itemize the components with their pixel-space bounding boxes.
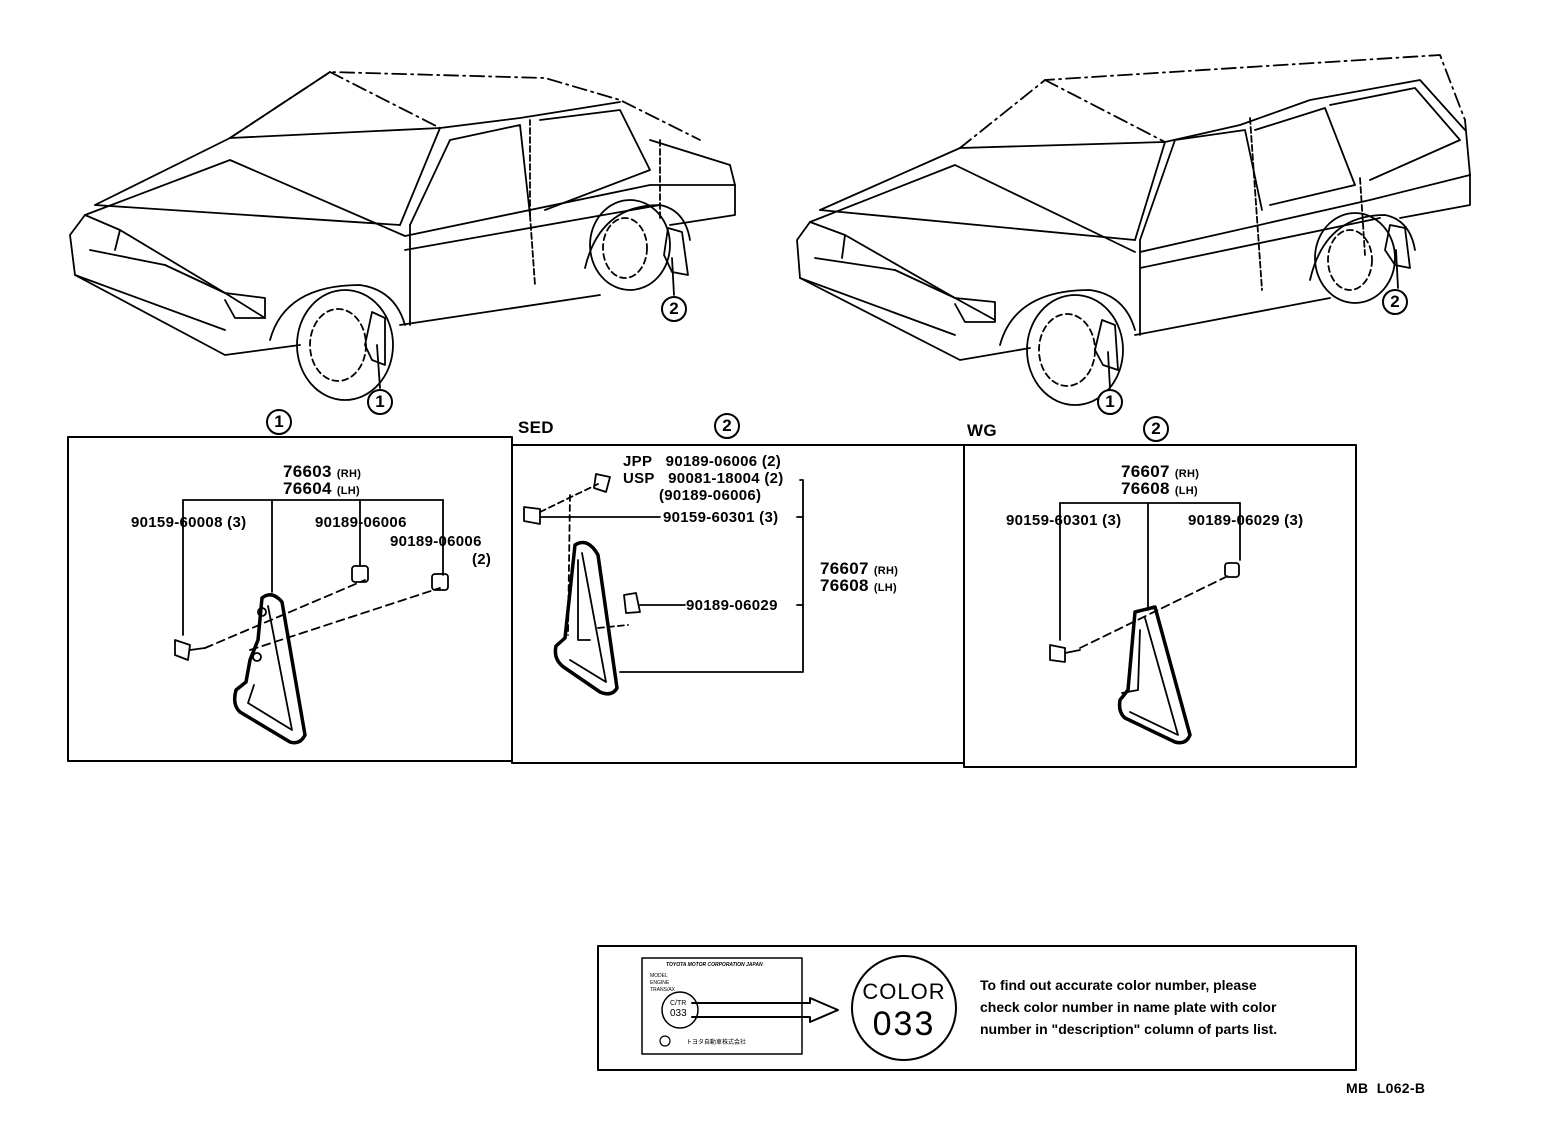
panel3-lh-tag: (LH)	[1174, 485, 1199, 497]
color-instructions-line3: number in "description" column of parts …	[980, 1021, 1278, 1037]
name-plate-maker: トヨタ自動車株式会社	[686, 1039, 747, 1046]
panel3-callout: 2	[1143, 416, 1169, 442]
panel3-rh-tag: (RH)	[1174, 468, 1200, 480]
panel2-part-lh: 76608 (LH)	[820, 576, 898, 596]
color-disc-number: 033	[872, 1005, 936, 1043]
panel2-lh-tag: (LH)	[873, 582, 898, 594]
panel2-usp-part: 90081-18004 (2)	[668, 470, 784, 487]
color-box-art	[597, 945, 1357, 1071]
name-plate-row-trans: TRANS/AX	[650, 987, 676, 993]
panel1-part-art	[174, 499, 449, 745]
panel1-clip-a-label: 90189-06006	[315, 514, 407, 531]
panel3-part-rh: 76607 (RH)	[1121, 462, 1200, 482]
panel1-clip-b-qty: (2)	[472, 551, 492, 568]
name-plate: TOYOTA MOTOR CORPORATION JAPAN MODEL ENG…	[646, 960, 798, 1052]
panel2-rh-tag: (RH)	[873, 565, 899, 577]
name-plate-header: TOYOTA MOTOR CORPORATION JAPAN	[666, 962, 763, 968]
panel2-part-art	[523, 473, 804, 696]
panel2-jpp-part: 90189-06006 (2)	[665, 453, 782, 470]
section-wg-label: WG	[967, 421, 997, 440]
panel2-part-lh-number: 76608	[820, 576, 869, 595]
section-sed-label: SED	[518, 418, 554, 437]
panel3-part-art	[1049, 502, 1241, 745]
panel2-screw-label: 90159-60301 (3)	[663, 509, 779, 526]
name-plate-color-code: 033	[670, 1008, 687, 1019]
panel1-lh-tag: (LH)	[336, 485, 361, 497]
color-disc-word: COLOR	[862, 979, 946, 1004]
panel3-part-rh-number: 76607	[1121, 462, 1170, 481]
color-instructions-line2: check color number in name plate with co…	[980, 999, 1277, 1015]
panel1-part-rh-number: 76603	[283, 462, 332, 481]
name-plate-color-label: C/TR	[670, 1000, 687, 1007]
panel1-clip-b-label: 90189-06006	[390, 533, 482, 550]
panel1-rh-tag: (RH)	[336, 468, 362, 480]
panel2-callout: 2	[714, 413, 740, 439]
panel2-part-rh-number: 76607	[820, 559, 869, 578]
color-instructions: To find out accurate color number, pleas…	[980, 974, 1277, 1040]
color-disc: COLOR 033	[851, 955, 957, 1061]
panel-frames	[67, 436, 1357, 768]
callout-2-sedan: 2	[661, 296, 687, 322]
panel1-part-rh: 76603 (RH)	[283, 462, 362, 482]
panel1-screw-label: 90159-60008 (3)	[131, 514, 247, 531]
panel3-part-lh-number: 76608	[1121, 479, 1170, 498]
panel1-callout: 1	[266, 409, 292, 435]
panel1-part-lh-number: 76604	[283, 479, 332, 498]
name-plate-row-model: MODEL	[650, 973, 668, 979]
diagram-reference-code: MB L062-B	[1346, 1080, 1426, 1096]
panel1-part-lh: 76604 (LH)	[283, 479, 361, 499]
panel2-usp-row: USP 90081-18004 (2)	[623, 471, 784, 487]
wagon-illustration	[796, 54, 1471, 406]
panel3-part-lh: 76608 (LH)	[1121, 479, 1199, 499]
color-instructions-line1: To find out accurate color number, pleas…	[980, 977, 1257, 993]
panel2-usp-alt: (90189-06006)	[659, 487, 762, 504]
callout-1-sedan: 1	[367, 389, 393, 415]
panel3-clip-label: 90189-06029 (3)	[1188, 512, 1304, 529]
name-plate-row-engine: ENGINE	[650, 980, 670, 986]
callout-2-wagon: 2	[1382, 289, 1408, 315]
panel2-part-rh: 76607 (RH)	[820, 559, 899, 579]
callout-1-wagon: 1	[1097, 389, 1123, 415]
panel2-jpp-row: JPP 90189-06006 (2)	[623, 454, 781, 470]
panel2-clip-label: 90189-06029	[686, 597, 778, 614]
panel3-screw-label: 90159-60301 (3)	[1006, 512, 1122, 529]
panel2-jpp-tag: JPP	[623, 453, 653, 470]
panel2-usp-tag: USP	[623, 470, 655, 487]
sedan-illustration	[69, 71, 736, 401]
